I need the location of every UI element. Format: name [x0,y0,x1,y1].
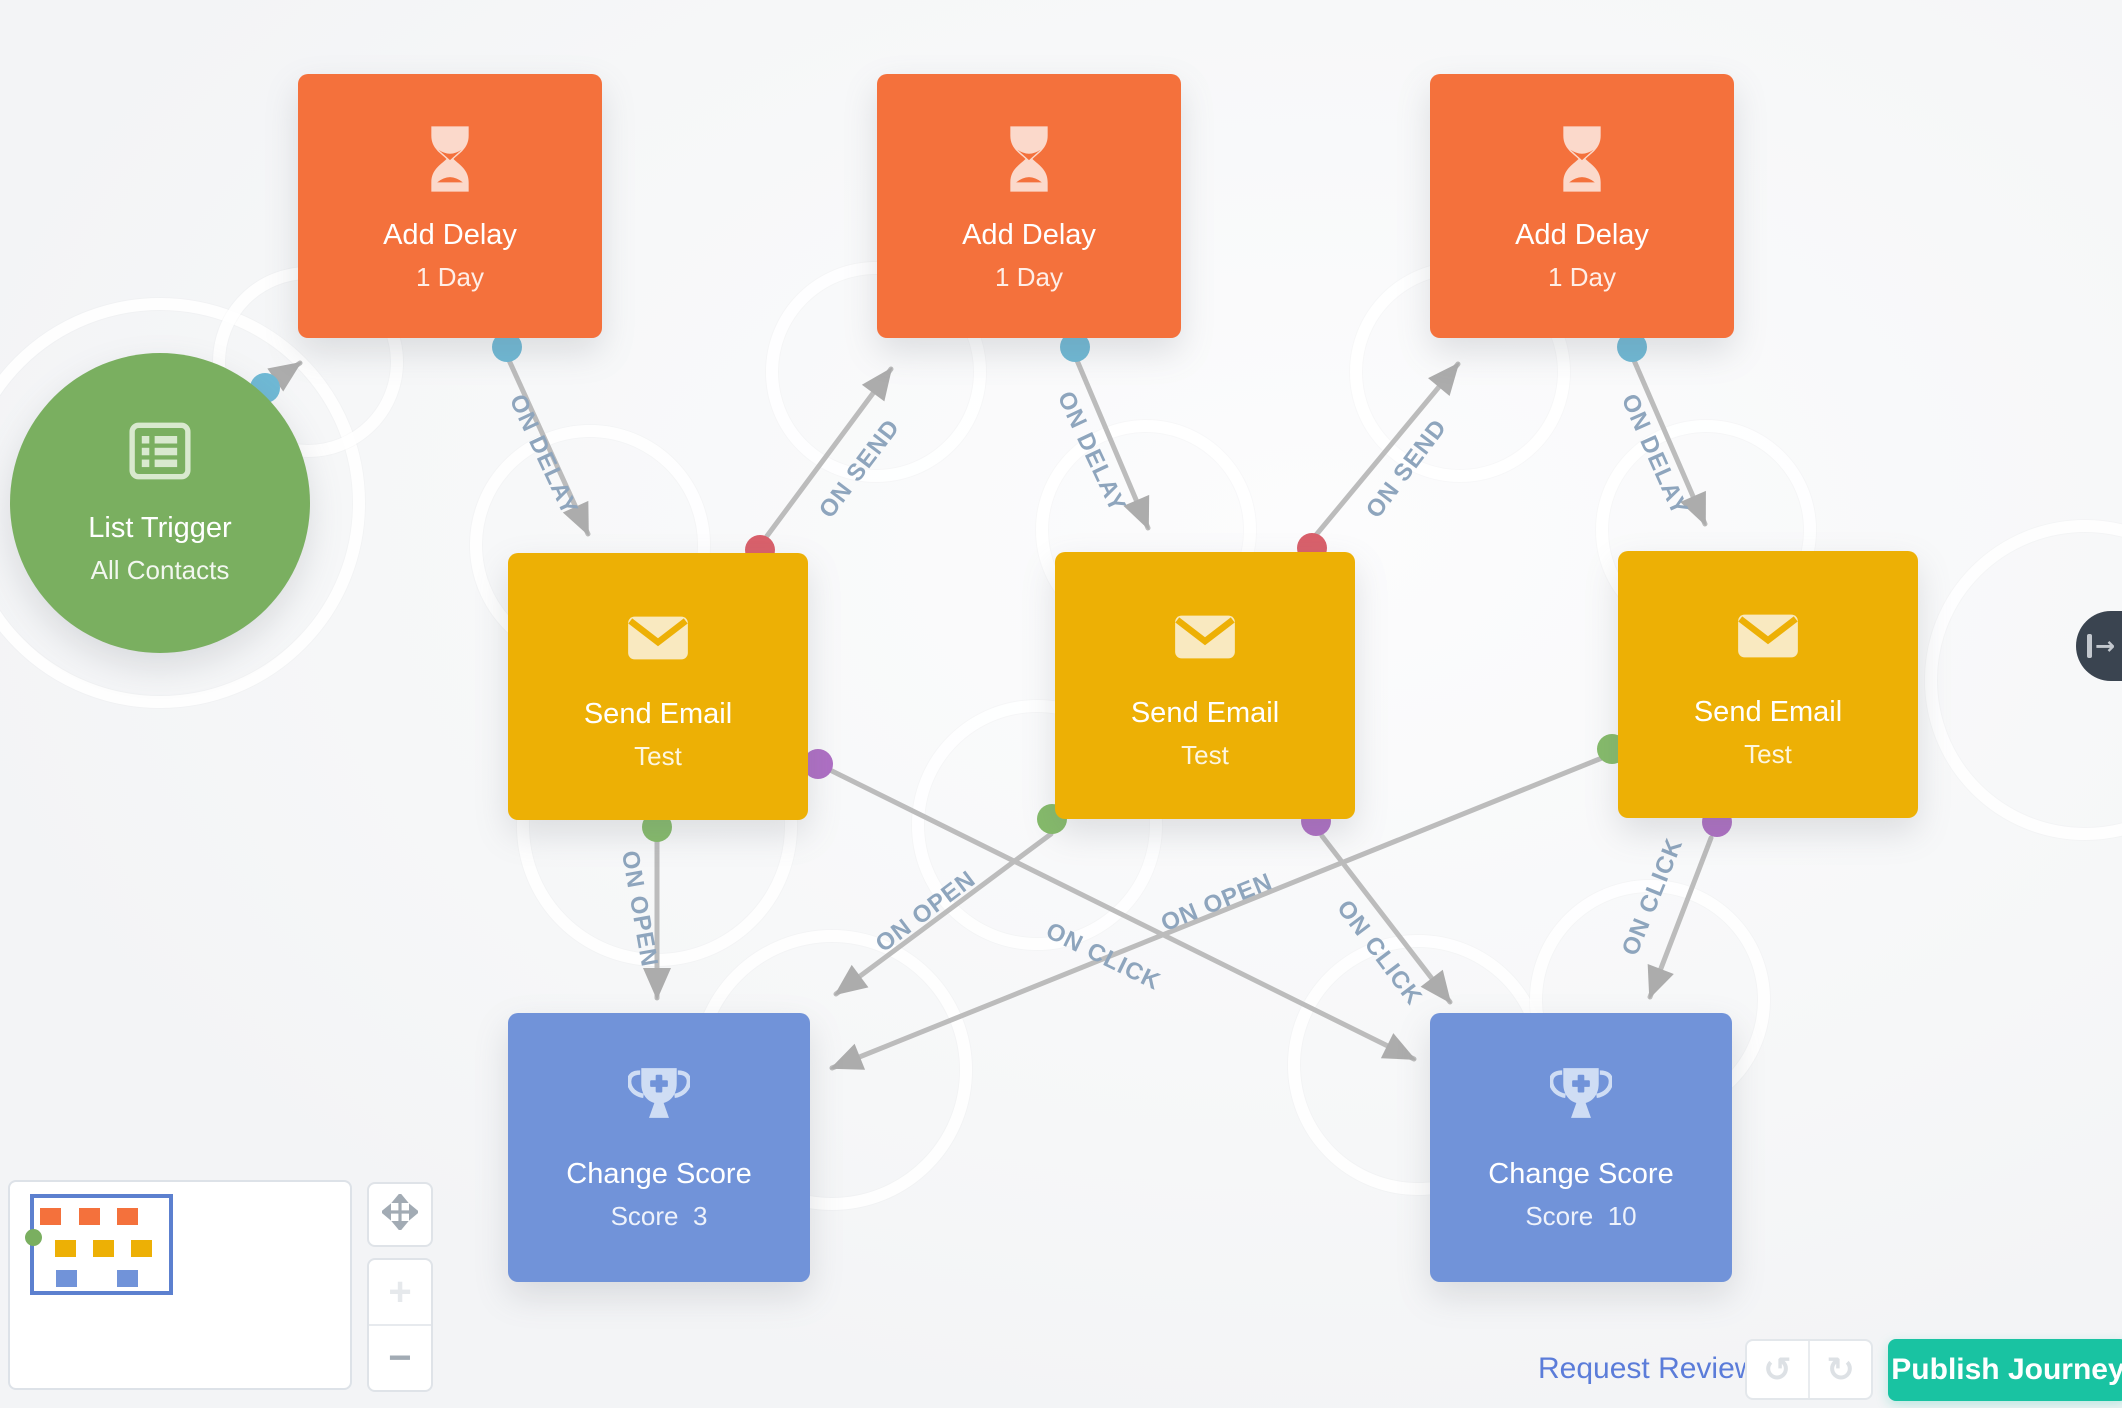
redo-button[interactable]: ↻ [1808,1341,1871,1398]
node-title: Send Email [1130,697,1280,729]
minimap-email-node [55,1240,76,1257]
minimap-delay-node [117,1208,138,1225]
node-title: Add Delay [1515,219,1649,251]
edge-label-on-open-3: ON OPEN [1157,867,1277,938]
trophy-plus-icon [628,1063,690,1133]
node-subtitle: Test [634,741,682,771]
edge-label-on-open-2: ON OPEN [870,865,981,958]
zoom-controls: + − [367,1258,433,1392]
edge-label-on-delay-1: ON DELAY [503,390,584,520]
minimap-score-node [117,1270,138,1287]
node-subtitle: Test [1744,739,1792,769]
node-subtitle: 1 Day [1548,262,1616,292]
hourglass-icon [421,124,479,194]
minimap-score-node [56,1270,77,1287]
minimap-delay-node [40,1208,61,1225]
edge-label-on-delay-3: ON DELAY [1615,390,1694,520]
undo-icon: ↺ [1763,1349,1792,1390]
node-title: Change Score [566,1158,752,1190]
plus-icon: + [388,1270,412,1314]
hourglass-icon [1000,124,1058,194]
edge-label-on-delay-2: ON DELAY [1051,387,1132,517]
node-send-email-1[interactable]: Send Email Test [508,553,808,820]
node-subtitle: 1 Day [995,262,1063,292]
node-change-score-2[interactable]: Change Score Score 10 [1430,1013,1732,1282]
node-subtitle: Test [1181,740,1229,770]
publish-journey-button[interactable]: Publish Journey [1888,1339,2122,1401]
envelope-icon [1173,602,1237,672]
history-controls: ↺ ↻ [1745,1339,1873,1400]
edge-label-on-click-2: ON CLICK [1331,895,1428,1011]
redo-icon: ↻ [1826,1349,1855,1390]
node-title: Change Score [1488,1158,1674,1190]
node-subtitle: All Contacts [90,554,230,585]
minimap[interactable] [8,1180,352,1390]
envelope-icon [626,603,690,673]
node-list-trigger[interactable]: List Trigger All Contacts [10,353,310,653]
pan-button[interactable] [367,1182,433,1247]
edge-label-on-send-2: ON SEND [1360,414,1453,524]
node-change-score-1[interactable]: Change Score Score 3 [508,1013,810,1282]
minimap-email-node [131,1240,152,1257]
node-subtitle: 1 Day [416,262,484,292]
minimap-trigger-node [25,1229,42,1246]
node-title: Add Delay [383,219,517,251]
zoom-in-button[interactable]: + [369,1260,431,1324]
node-subtitle: Score 3 [610,1201,708,1231]
undo-button[interactable]: ↺ [1747,1341,1808,1398]
node-add-delay-3[interactable]: Add Delay 1 Day [1430,74,1734,338]
ripple-ring [1925,520,2122,840]
node-subtitle: Score 10 [1525,1201,1637,1231]
zoom-out-button[interactable]: − [369,1324,431,1390]
panel-edge-icon [2087,634,2092,658]
edge-label-on-click-3: ON CLICK [1616,834,1689,960]
arrow-right-icon: → [2095,632,2116,660]
minus-icon: − [388,1336,412,1380]
edge-label-on-send-1: ON SEND [813,414,906,524]
hourglass-icon [1553,124,1611,194]
node-title: Send Email [583,698,733,730]
edge-label-on-open-1: ON OPEN [615,848,664,970]
node-title: List Trigger [88,511,232,544]
node-title: Send Email [1693,696,1843,728]
move-arrows-icon [380,1192,420,1235]
envelope-icon [1736,601,1800,671]
node-send-email-2[interactable]: Send Email Test [1055,552,1355,819]
list-icon [127,421,193,486]
trophy-plus-icon [1550,1063,1612,1133]
sidebar-expand-handle[interactable]: → [2076,611,2122,681]
node-add-delay-2[interactable]: Add Delay 1 Day [877,74,1181,338]
minimap-email-node [93,1240,114,1257]
node-add-delay-1[interactable]: Add Delay 1 Day [298,74,602,338]
request-review-link[interactable]: Request Review [1538,1352,1757,1385]
edge-label-on-click-1: ON CLICK [1041,917,1165,996]
node-send-email-3[interactable]: Send Email Test [1618,551,1918,818]
minimap-delay-node [79,1208,100,1225]
node-title: Add Delay [962,219,1096,251]
